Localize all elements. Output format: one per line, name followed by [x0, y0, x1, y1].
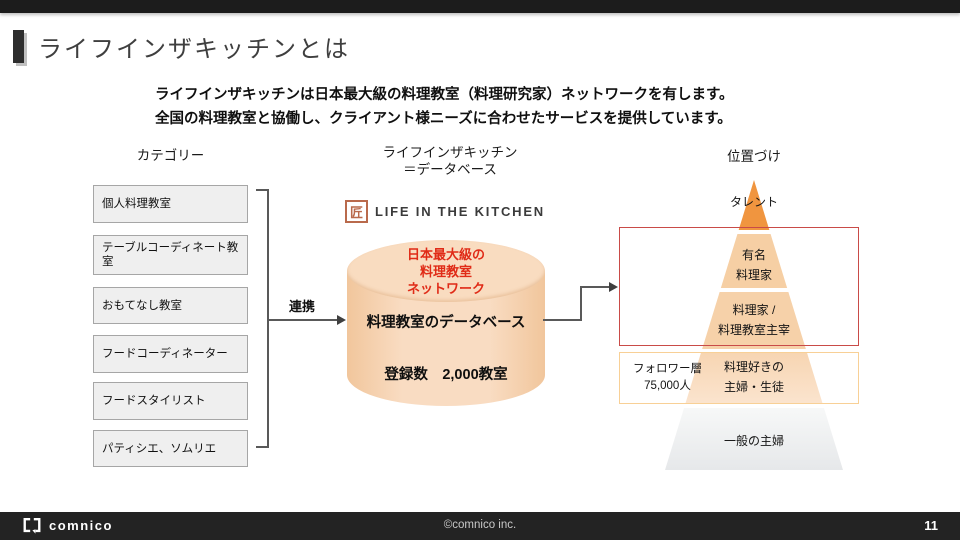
tier-label-famous-chef: 有名 料理家 [735, 248, 772, 282]
featured-tiers-outline [619, 227, 859, 346]
follower-tier-outline [619, 352, 859, 404]
comnico-logo: comnico [22, 516, 113, 535]
page-number: 11 [924, 518, 938, 533]
category-box-6: パティシエ、ソムリエ [93, 430, 248, 467]
positioning-header: 位置づけ [727, 149, 781, 164]
lik-logo-mark-icon: 匠 [345, 200, 368, 223]
category-box-5: フードスタイリスト [93, 382, 248, 420]
category-box-2: テーブルコーディネート教室 [93, 235, 248, 275]
cylinder-top-ellipse [347, 240, 545, 302]
bracket-bottom-tick [256, 446, 268, 448]
bracket-top-tick [256, 189, 268, 191]
title-marker [13, 30, 24, 63]
page-title: ライフインザキッチンとは [38, 36, 350, 63]
database-cylinder: 日本最大級の 料理教室 ネットワーク 料理教室のデータベース 登録数 2,000… [347, 240, 545, 406]
intro-line-1: ライフインザキッチンは日本最大級の料理教室（料理研究家）ネットワークを有します。 [155, 87, 734, 103]
elbow-arrow-seg3 [580, 286, 610, 288]
elbow-arrow-head-icon [609, 282, 618, 292]
bracket-vertical-line [267, 189, 269, 448]
comnico-logo-text: comnico [49, 518, 113, 533]
copyright-text: ©comnico inc. [443, 519, 517, 531]
tier-label-cooking-teacher: 料理家 / 料理教室主宰 [717, 303, 790, 337]
tier-label-general-housewife: 一般の主婦 [723, 434, 784, 448]
database-header: ライフインザキッチン ＝データベース [382, 145, 518, 177]
link-arrow-line [268, 319, 338, 321]
lik-logo: 匠 LIFE IN THE KITCHEN [345, 200, 545, 223]
footer-bar: comnico ©comnico inc. 11 [0, 512, 960, 540]
category-box-1: 個人料理教室 [93, 185, 248, 223]
database-count: 登録数 2,000教室 [384, 367, 508, 383]
link-label: 連携 [288, 299, 315, 314]
top-accent-bar [0, 0, 960, 13]
tier-label-cooking-fans: 料理好きの 主婦・生徒 [723, 360, 784, 394]
database-highlight-text: 日本最大級の 料理教室 ネットワーク [406, 247, 485, 296]
link-arrow-head-icon [337, 315, 346, 325]
follower-label: フォロワー層 75,000人 [633, 363, 702, 392]
category-box-4: フードコーディネーター [93, 335, 248, 373]
database-label: 料理教室のデータベース [366, 315, 526, 331]
categories-header: カテゴリー [136, 148, 205, 163]
elbow-arrow-seg2 [580, 287, 582, 321]
category-box-3: おもてなし教室 [93, 287, 248, 324]
elbow-arrow-seg1 [543, 319, 582, 321]
lik-logo-text: LIFE IN THE KITCHEN [375, 204, 545, 219]
intro-line-2: 全国の料理教室と協働し、クライアント様ニーズに合わせたサービスを提供しています。 [155, 111, 732, 127]
tier-label-talent: タレント [729, 195, 778, 209]
intro-text: ライフインザキッチンは日本最大級の料理教室（料理研究家）ネットワークを有します。… [155, 83, 734, 131]
pyramid-tier-5 [665, 408, 843, 470]
comnico-logo-icon [23, 517, 41, 534]
